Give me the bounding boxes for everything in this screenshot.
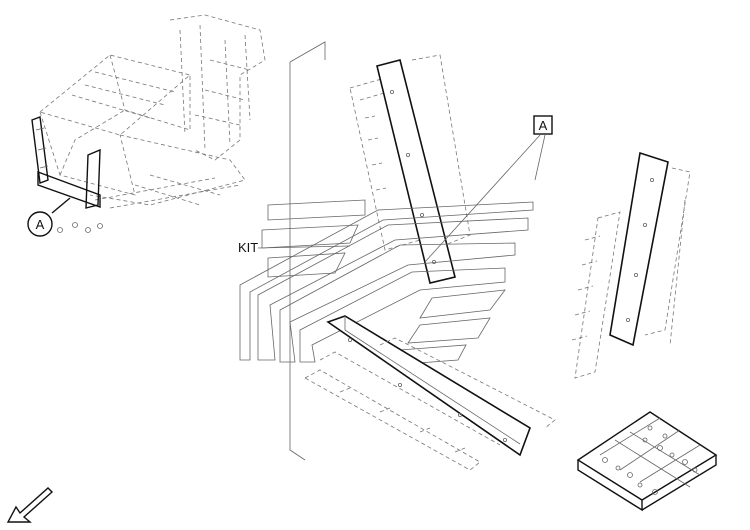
side-panel-view: [571, 151, 691, 379]
hardware-kit-box: [576, 411, 718, 512]
detail-a-box: A: [533, 115, 553, 135]
detail-a-callout: A: [27, 197, 71, 237]
detail-a-label: A: [36, 217, 45, 232]
machine-overview: [31, 14, 266, 233]
detail-a-box-label: A: [539, 118, 548, 133]
exploded-view: KIT: [238, 41, 556, 471]
arrow-down-left-icon: [6, 487, 54, 523]
kit-label: KIT: [238, 240, 258, 255]
